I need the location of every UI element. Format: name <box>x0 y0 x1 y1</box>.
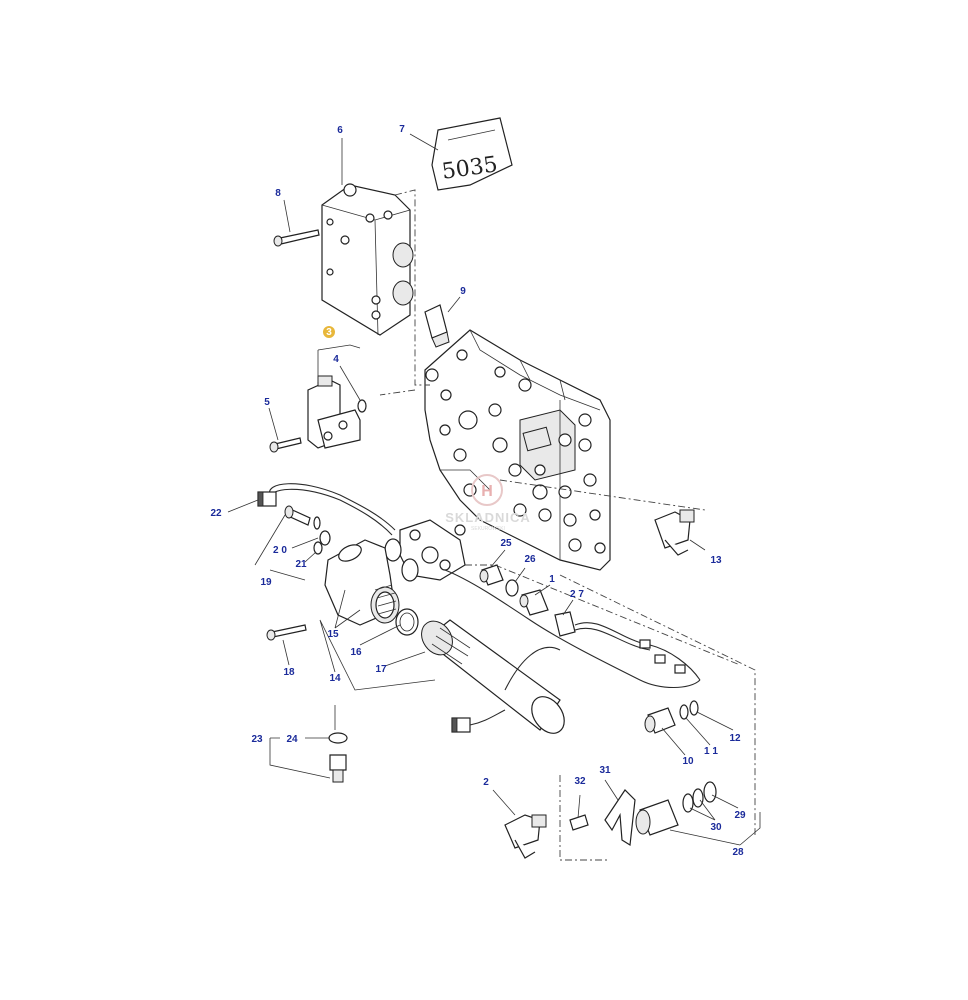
callout-4[interactable]: 4 <box>333 354 339 365</box>
manifold-flange <box>384 519 466 582</box>
callout-10[interactable]: 10 <box>682 756 694 767</box>
highlight-badge <box>323 326 335 338</box>
connector-small <box>451 709 506 733</box>
o-ring-16 <box>395 608 419 636</box>
connector-13 <box>654 509 695 556</box>
callout-13[interactable]: 13 <box>710 555 722 566</box>
callout-31[interactable]: 31 <box>599 765 611 776</box>
callout-labels: 1 2 3 4 5 6 7 8 9 10 1 1 12 13 14 15 16 … <box>210 124 746 858</box>
switch-1 <box>519 589 549 616</box>
leader-lines <box>227 133 761 846</box>
callout-14[interactable]: 14 <box>329 673 341 684</box>
callout-12[interactable]: 12 <box>729 733 741 744</box>
transmission-housing <box>424 329 611 571</box>
bolt-8 <box>273 229 320 247</box>
callout-18[interactable]: 18 <box>283 667 295 678</box>
watermark-sub: SEKUROWSKI <box>471 526 505 532</box>
callout-20[interactable]: 2 0 <box>273 545 287 556</box>
callout-25[interactable]: 25 <box>500 538 512 549</box>
sensor-19 <box>284 505 331 555</box>
o-ring-26 <box>505 579 519 597</box>
valve-block <box>321 183 414 336</box>
callout-8[interactable]: 8 <box>275 188 281 199</box>
tube-housing-15 <box>324 539 400 626</box>
sensor-28 <box>635 781 717 836</box>
watermark: Н SKLADNICA SEKUROWSKI <box>445 474 531 532</box>
bolt-5 <box>269 437 302 453</box>
connector-2 <box>504 814 547 859</box>
tag-7: 5035 <box>431 117 513 191</box>
callout-32[interactable]: 32 <box>574 776 586 787</box>
callout-17[interactable]: 17 <box>375 664 387 675</box>
bolt-18 <box>266 624 307 641</box>
watermark-brand: SKLADNICA <box>445 510 531 525</box>
callout-16[interactable]: 16 <box>350 647 362 658</box>
callout-22[interactable]: 22 <box>210 508 222 519</box>
callout-3[interactable]: 3 <box>326 327 332 338</box>
callout-23[interactable]: 23 <box>251 734 263 745</box>
callout-28[interactable]: 28 <box>732 847 744 858</box>
valve-assembly-3 <box>307 375 361 449</box>
callout-1[interactable]: 1 <box>549 574 555 585</box>
housing-bolt-holes <box>425 349 606 554</box>
callout-21[interactable]: 21 <box>295 559 307 570</box>
o-ring-4 <box>357 399 367 413</box>
sensor-27 <box>554 611 701 681</box>
callout-19[interactable]: 19 <box>260 577 272 588</box>
callout-29[interactable]: 29 <box>734 810 746 821</box>
sensor-9 <box>424 304 450 348</box>
hose <box>444 569 701 688</box>
callout-26[interactable]: 26 <box>524 554 536 565</box>
shift-fork-31 <box>604 789 636 847</box>
svg-text:Н: Н <box>481 483 493 500</box>
cylinder-17 <box>421 619 565 734</box>
callout-2[interactable]: 2 <box>483 777 489 788</box>
callout-9[interactable]: 9 <box>460 286 466 297</box>
callout-30[interactable]: 30 <box>710 822 722 833</box>
callout-27[interactable]: 2 7 <box>570 589 584 600</box>
callout-7[interactable]: 7 <box>399 124 405 135</box>
sensor-10 <box>644 700 699 734</box>
callout-5[interactable]: 5 <box>264 397 270 408</box>
callout-6[interactable]: 6 <box>337 125 343 136</box>
callout-11[interactable]: 1 1 <box>704 746 718 757</box>
harness-22 <box>257 483 396 536</box>
callout-24[interactable]: 24 <box>286 734 298 745</box>
fitting-25 <box>479 564 504 586</box>
screw-32 <box>569 814 589 831</box>
sensor-23 <box>328 732 348 783</box>
callout-15[interactable]: 15 <box>327 629 339 640</box>
